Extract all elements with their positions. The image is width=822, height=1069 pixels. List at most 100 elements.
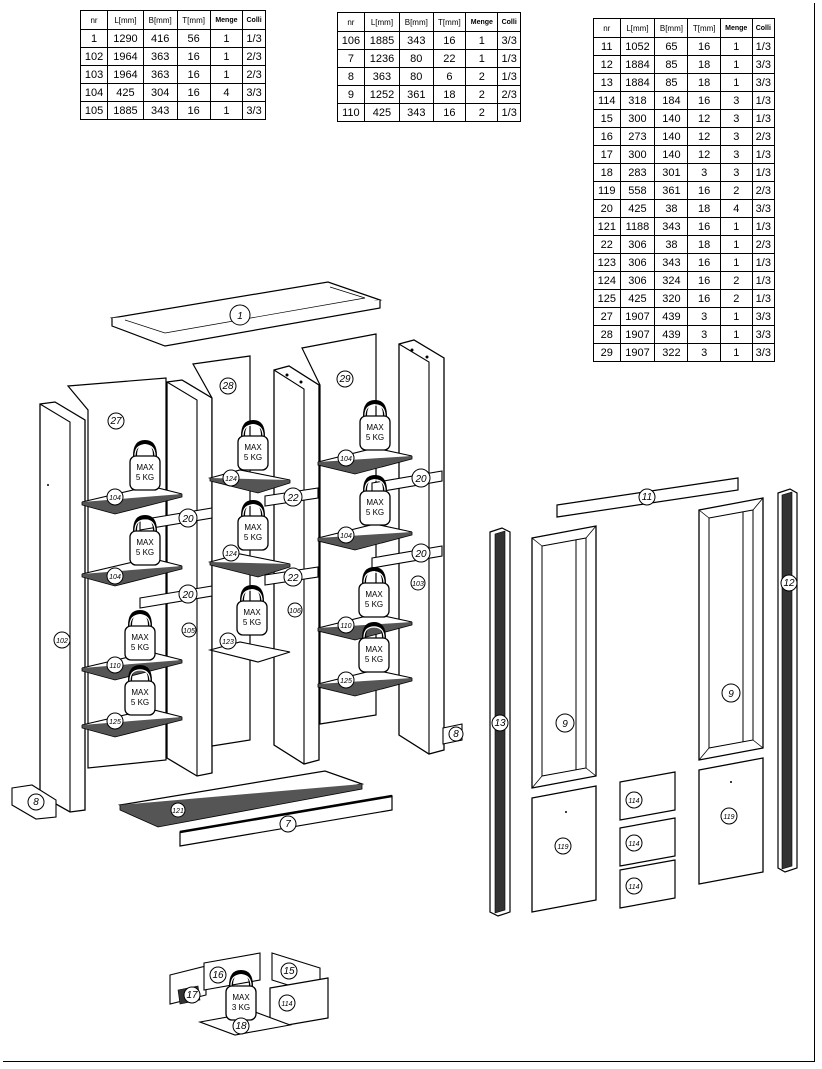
max-label: MAX (244, 523, 262, 532)
table-cell: 12 (687, 127, 721, 146)
part-callout-1: 1 (229, 304, 251, 326)
load-label: 5 KG (366, 508, 384, 517)
drawer-front-114-2 (619, 817, 676, 867)
part-callout-12: 12 (780, 574, 798, 592)
table-cell: 104 (79, 83, 109, 102)
table-cell: 140 (654, 127, 689, 146)
table-cell: 2 (465, 85, 499, 104)
max-label: MAX (131, 633, 149, 642)
table-cell: 2/3 (497, 85, 521, 104)
table-cell: 1/3 (751, 37, 776, 56)
glass-door-9-left (531, 525, 597, 789)
part-callout-119: 119 (554, 837, 572, 855)
callout-number: 104 (340, 533, 352, 540)
table-cell: 1 (209, 101, 244, 120)
part-callout-9: 9 (555, 713, 575, 733)
load-label: 5 KG (131, 698, 149, 707)
table-cell: 1/3 (751, 145, 776, 164)
callout-number: 17 (186, 990, 198, 1001)
load-label: 5 KG (244, 533, 262, 542)
part-callout-114: 114 (278, 994, 296, 1012)
load-label: 5 KG (136, 473, 154, 482)
part-callout-20: 20 (178, 508, 198, 528)
callout-number: 18 (235, 1021, 247, 1032)
side-panel-102 (39, 401, 86, 813)
callout-number: 13 (494, 718, 506, 729)
callout-number: 12 (783, 578, 795, 589)
callout-number: 8 (453, 729, 459, 740)
part-callout-102: 102 (53, 631, 71, 649)
max-label: MAX (366, 498, 384, 507)
table-cell: 3/3 (497, 31, 521, 50)
callout-number: 104 (109, 574, 121, 581)
part-callout-28: 28 (219, 377, 237, 395)
callout-number: 102 (56, 638, 68, 645)
part-callout-114: 114 (625, 834, 643, 852)
table-cell: 20 (593, 199, 621, 218)
callout-number: 104 (340, 456, 352, 463)
table-cell: 1884 (619, 55, 656, 74)
callout-number: 7 (285, 819, 291, 830)
part-callout-7: 7 (279, 815, 297, 833)
part-callout-125: 125 (106, 712, 124, 730)
callout-number: 105 (183, 628, 195, 635)
callout-number: 124 (225, 476, 237, 483)
part-callout-104: 104 (337, 449, 355, 467)
part-callout-13: 13 (491, 714, 509, 732)
table-cell: 1/3 (497, 67, 521, 86)
callout-number: 11 (642, 492, 652, 503)
table-cell: 16 (432, 103, 467, 122)
callout-number: 114 (628, 798, 639, 805)
table-cell: 3/3 (751, 73, 776, 92)
table-cell: 1885 (107, 101, 144, 120)
table-cell: 2 (465, 103, 499, 122)
table-cell: 558 (619, 181, 656, 200)
table-cell: 439 (654, 307, 689, 326)
callout-number: 9 (562, 719, 568, 730)
callout-number: 22 (286, 493, 299, 504)
table-cell: 80 (399, 67, 434, 86)
part-callout-22: 22 (283, 487, 303, 507)
part-callout-16: 16 (209, 966, 227, 984)
part-callout-110: 110 (106, 656, 124, 674)
part-callout-29: 29 (336, 370, 354, 388)
part-callout-8: 8 (448, 726, 464, 742)
table-cell: 3/3 (751, 307, 776, 326)
callout-number: 29 (338, 374, 351, 385)
table-cell: 3/3 (751, 199, 776, 218)
max-label: MAX (131, 688, 149, 697)
callout-number: 20 (181, 590, 194, 601)
part-callout-20: 20 (411, 543, 431, 563)
side-strip-12 (777, 488, 798, 873)
load-label: 5 KG (365, 600, 383, 609)
max-label: MAX (244, 443, 262, 452)
callout-number: 110 (109, 663, 120, 670)
callout-number: 20 (181, 514, 194, 525)
column-header: Colli (497, 12, 521, 32)
part-callout-106: 106 (287, 602, 303, 618)
table-cell: 119 (593, 181, 621, 200)
part-callout-8: 8 (27, 793, 45, 811)
callout-number: 119 (723, 814, 734, 821)
table-cell: 1/3 (497, 49, 521, 68)
callout-number: 125 (340, 678, 352, 685)
callout-number: 106 (289, 608, 301, 615)
